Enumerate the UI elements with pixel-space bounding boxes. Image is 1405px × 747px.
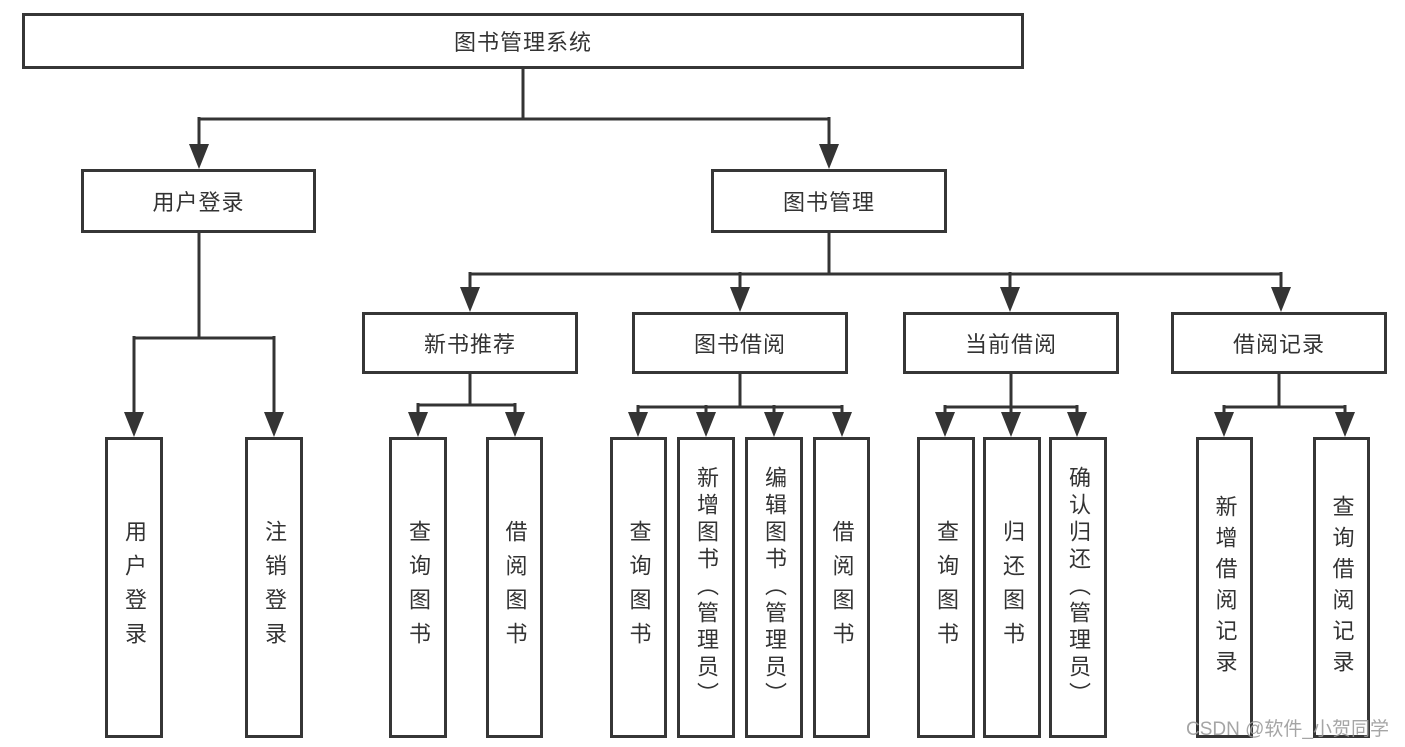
arrowhead — [764, 412, 784, 437]
node-label: 图书管理系统 — [453, 30, 592, 55]
node-label: 图书借阅 — [693, 332, 786, 357]
node-label: 查询图书 — [934, 519, 959, 656]
node-book-management: 图书管理 — [711, 169, 947, 233]
node-label: 借阅记录 — [1232, 332, 1325, 357]
node-label: 新增图书（管理员） — [694, 466, 719, 709]
arrowhead — [1000, 287, 1020, 312]
node-library-management-system: 图书管理系统 — [22, 13, 1024, 69]
node-label: 用户登录 — [122, 519, 147, 656]
node-user-login-group: 用户登录 — [81, 169, 316, 233]
node-label: 用户登录 — [152, 190, 245, 215]
arrowhead — [408, 412, 428, 437]
arrowhead — [1214, 412, 1234, 437]
arrowhead — [935, 412, 955, 437]
node-label: 查询图书 — [626, 519, 652, 656]
node-leaf-query-books-current: 查询图书 — [917, 437, 975, 738]
node-label: 编辑图书（管理员） — [762, 466, 787, 709]
node-label: 查询图书 — [406, 519, 431, 656]
arrowhead — [189, 144, 209, 169]
node-borrowing-records: 借阅记录 — [1171, 312, 1387, 374]
node-leaf-query-books-newbook: 查询图书 — [389, 437, 447, 738]
connector-borrowing-to-leaves — [636, 374, 844, 414]
connector-records-to-leaves — [1222, 374, 1347, 414]
node-label: 新书推荐 — [423, 332, 516, 357]
node-new-book-recommend: 新书推荐 — [362, 312, 578, 374]
node-leaf-add-borrow-record: 新增借阅记录 — [1196, 437, 1253, 738]
node-label: 当前借阅 — [964, 332, 1057, 357]
node-current-borrowing: 当前借阅 — [903, 312, 1119, 374]
node-leaf-edit-books-admin: 编辑图书（管理员） — [745, 437, 803, 738]
arrowhead — [730, 287, 750, 312]
arrowhead — [628, 412, 648, 437]
arrowhead — [460, 287, 480, 312]
node-leaf-user-login: 用户登录 — [105, 437, 163, 738]
connector-newbook-to-leaves — [416, 374, 517, 414]
node-leaf-logout: 注销登录 — [245, 437, 303, 738]
arrowhead — [505, 412, 525, 437]
arrowhead — [696, 412, 716, 437]
node-leaf-query-books-borrowing: 查询图书 — [610, 437, 667, 738]
csdn-watermark: CSDN @软件_小贺同学 — [1186, 719, 1389, 740]
node-leaf-confirm-return-admin: 确认归还（管理员） — [1049, 437, 1107, 738]
connector-root-to-level2 — [197, 69, 831, 146]
node-label: 查询借阅记录 — [1329, 494, 1355, 681]
node-label: 确认归还（管理员） — [1066, 466, 1091, 709]
arrowhead — [124, 412, 144, 437]
node-leaf-query-borrow-record: 查询借阅记录 — [1313, 437, 1370, 738]
arrowhead — [264, 412, 284, 437]
connector-current-to-leaves — [943, 374, 1079, 414]
arrowhead — [819, 144, 839, 169]
node-label: 图书管理 — [782, 190, 875, 215]
arrowhead — [832, 412, 852, 437]
arrowhead — [1067, 412, 1087, 437]
node-leaf-borrow-books-borrowing: 借阅图书 — [813, 437, 870, 738]
node-leaf-borrow-books-newbook: 借阅图书 — [486, 437, 543, 738]
arrowhead — [1271, 287, 1291, 312]
node-leaf-return-books: 归还图书 — [983, 437, 1041, 738]
connector-bookmgmt-to-level3 — [468, 233, 1283, 289]
node-book-borrowing: 图书借阅 — [632, 312, 848, 374]
node-label: 借阅图书 — [829, 519, 855, 656]
arrowhead — [1335, 412, 1355, 437]
node-label: 新增借阅记录 — [1212, 494, 1238, 681]
connector-userlogin-to-leaves — [132, 233, 276, 414]
arrowhead — [1001, 412, 1021, 437]
node-label: 归还图书 — [1000, 519, 1025, 656]
node-label: 借阅图书 — [502, 519, 528, 656]
node-leaf-add-books-admin: 新增图书（管理员） — [677, 437, 735, 738]
node-label: 注销登录 — [262, 519, 287, 656]
